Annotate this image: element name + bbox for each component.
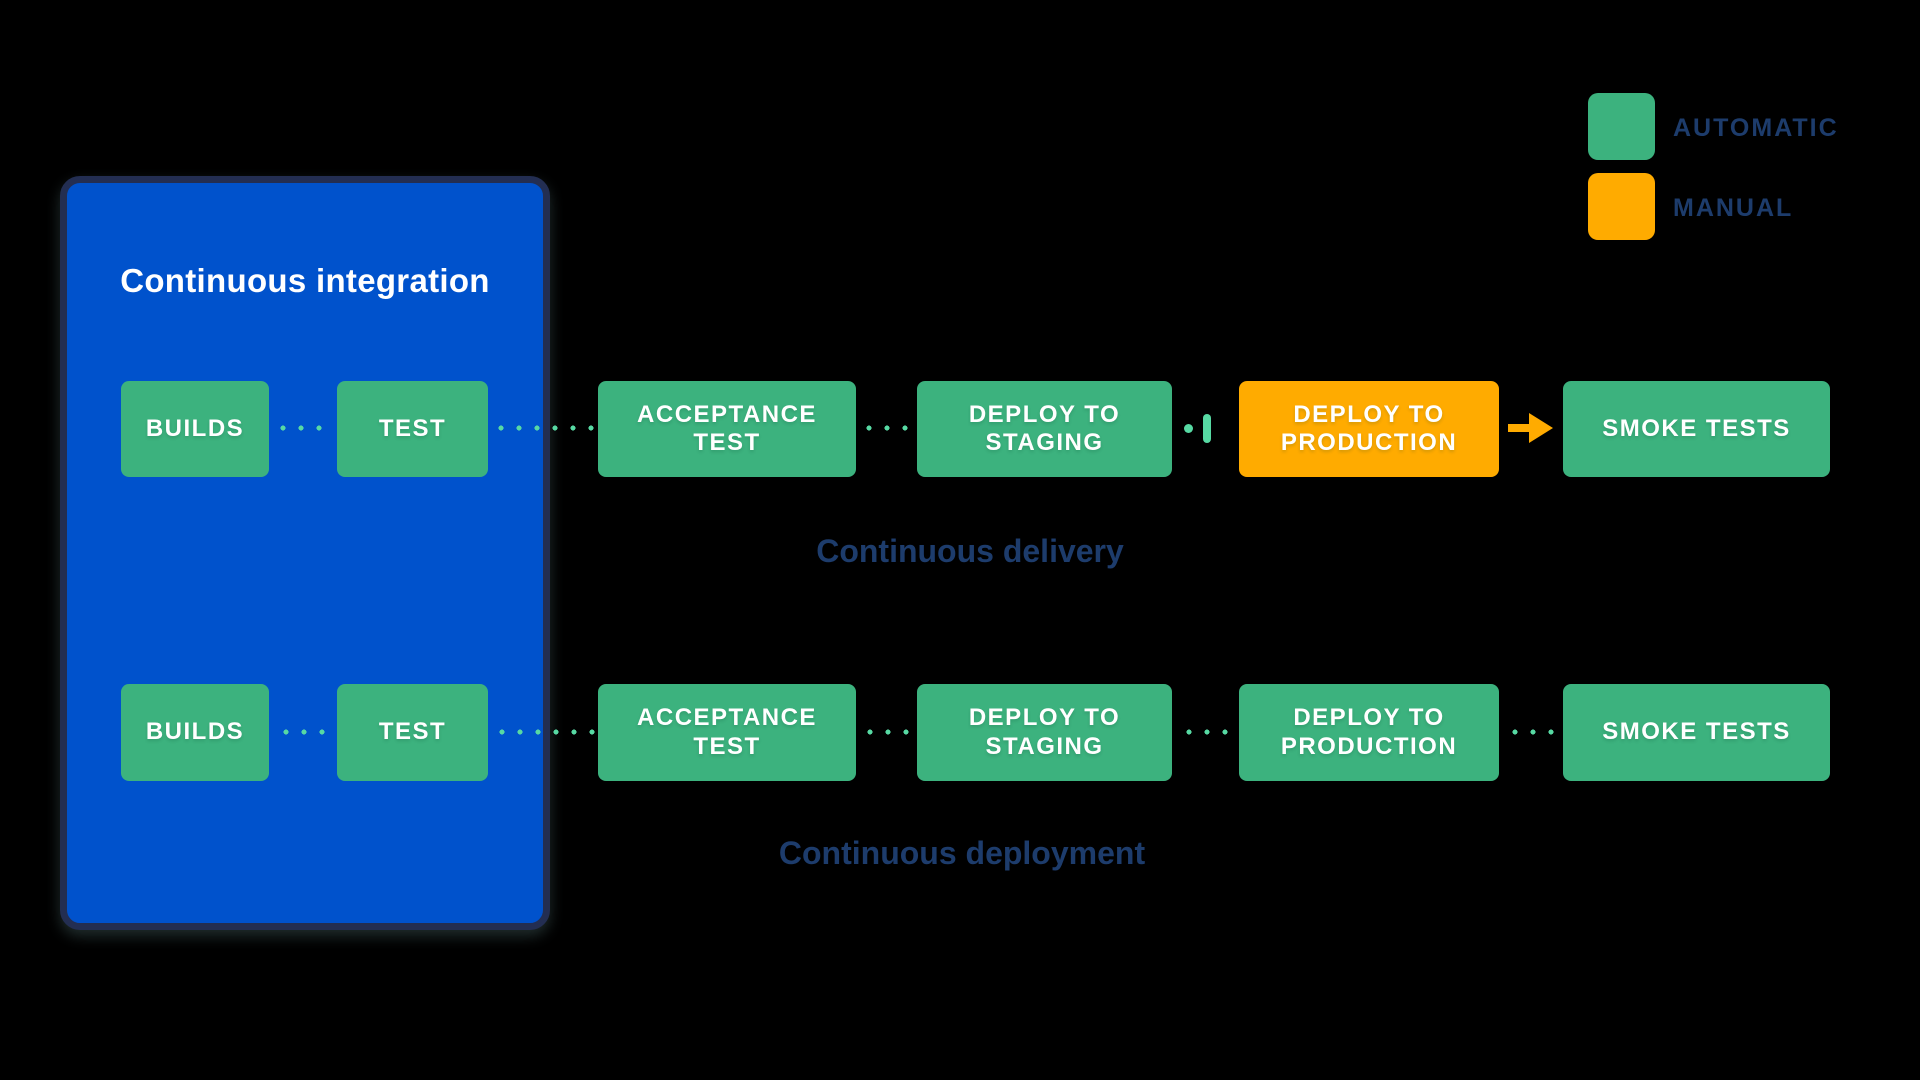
stage-deploy-to-staging-delivery: DEPLOY TO STAGING bbox=[917, 381, 1172, 477]
stage-deploy-to-staging-deployment: DEPLOY TO STAGING bbox=[917, 684, 1172, 781]
legend-swatch-automatic bbox=[1588, 93, 1655, 160]
dotted-connector bbox=[493, 729, 597, 735]
manual-arrow-head-icon bbox=[1529, 413, 1553, 443]
dotted-connector bbox=[492, 425, 596, 431]
stage-smoke-tests-deployment: SMOKE TESTS bbox=[1563, 684, 1830, 781]
continuous-integration-title: Continuous integration bbox=[120, 262, 490, 299]
manual-gate-dot bbox=[1184, 424, 1193, 433]
dotted-connector bbox=[274, 425, 332, 431]
dotted-connector bbox=[1180, 729, 1235, 735]
stage-builds-delivery: BUILDS bbox=[121, 381, 269, 477]
stage-test-delivery: TEST bbox=[337, 381, 488, 477]
dotted-connector bbox=[277, 729, 335, 735]
continuous-delivery-caption: Continuous delivery bbox=[816, 533, 1124, 569]
legend-swatch-manual bbox=[1588, 173, 1655, 240]
manual-arrow-icon bbox=[1508, 424, 1530, 432]
legend-label-manual: MANUAL bbox=[1673, 194, 1794, 222]
stage-deploy-to-production-deployment: DEPLOY TO PRODUCTION bbox=[1239, 684, 1499, 781]
continuous-integration-container bbox=[60, 176, 550, 930]
dotted-connector bbox=[860, 425, 915, 431]
stage-test-deployment: TEST bbox=[337, 684, 488, 781]
stage-smoke-tests-delivery: SMOKE TESTS bbox=[1563, 381, 1830, 477]
legend-label-automatic: AUTOMATIC bbox=[1673, 114, 1839, 142]
manual-gate-bar-icon bbox=[1203, 414, 1211, 443]
continuous-deployment-caption: Continuous deployment bbox=[778, 835, 1146, 871]
stage-acceptance-test-deployment: ACCEPTANCE TEST bbox=[598, 684, 856, 781]
stage-builds-deployment: BUILDS bbox=[121, 684, 269, 781]
dotted-connector bbox=[1506, 729, 1558, 735]
stage-acceptance-test-delivery: ACCEPTANCE TEST bbox=[598, 381, 856, 477]
stage-deploy-to-production-delivery: DEPLOY TO PRODUCTION bbox=[1239, 381, 1499, 477]
dotted-connector bbox=[861, 729, 916, 735]
